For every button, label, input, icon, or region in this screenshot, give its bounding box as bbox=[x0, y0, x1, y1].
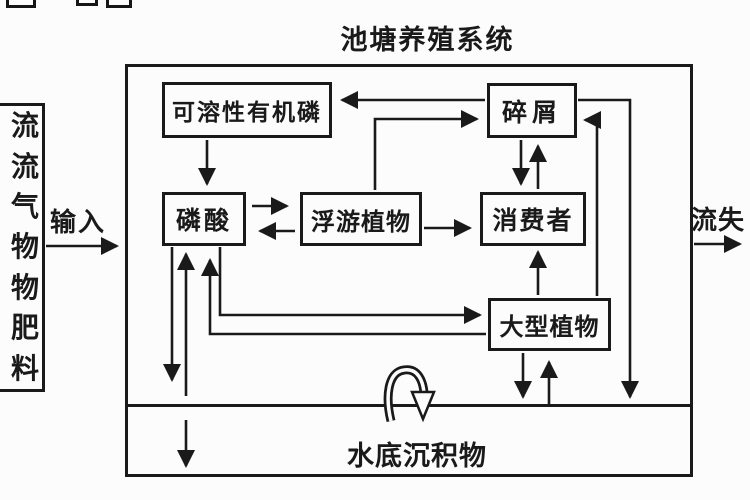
loss-label: 流失 bbox=[691, 206, 746, 236]
input-source-char: 物 bbox=[10, 270, 39, 304]
input-source-char: 流 bbox=[10, 109, 39, 143]
node-consumers: 消费者 bbox=[480, 192, 586, 246]
node-macrophytes: 大型植物 bbox=[488, 298, 611, 351]
cutoff-glyph-fragment bbox=[6, 0, 36, 8]
input-source-char: 肥 bbox=[10, 311, 39, 345]
pond-system-box bbox=[125, 64, 693, 477]
sediment-label: 水底沉积物 bbox=[347, 441, 487, 472]
input-label: 输入 bbox=[49, 208, 106, 238]
input-source-char: 物 bbox=[10, 230, 39, 264]
diagram-title: 池塘养殖系统 bbox=[340, 25, 515, 56]
node-phosphate: 磷酸 bbox=[162, 192, 246, 246]
cutoff-glyph-fragment bbox=[76, 0, 98, 6]
input-source-char: 流 bbox=[10, 149, 39, 183]
node-phytoplankton: 浮游植物 bbox=[300, 192, 422, 246]
cutoff-glyph-fragment bbox=[106, 0, 132, 8]
input-source-char: 料 bbox=[10, 351, 39, 385]
sediment-divider-line bbox=[125, 404, 693, 407]
input-sources-box: 流 流 气 物 物 肥 料 bbox=[0, 103, 45, 392]
input-source-char: 气 bbox=[10, 190, 39, 224]
node-detritus: 碎屑 bbox=[487, 83, 577, 138]
node-soluble-organic-phosphorus: 可溶性有机磷 bbox=[162, 82, 332, 138]
